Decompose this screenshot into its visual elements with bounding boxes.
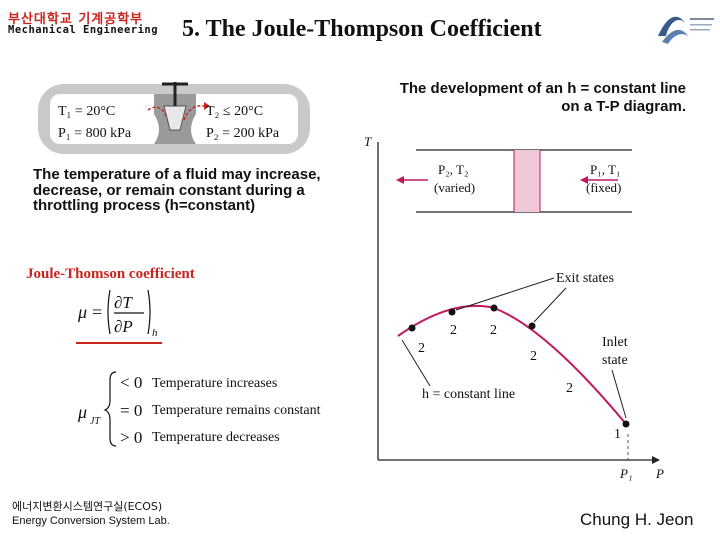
wave-logo-icon: [658, 16, 714, 44]
state-point: [622, 420, 630, 428]
slide-title: 5. The Joule-Thompson Coefficient: [182, 16, 542, 42]
caption-line-2: on a T-P diagram.: [561, 98, 686, 115]
equation-underline: [76, 342, 162, 344]
jt-cases-equation: μ JT < 0 = 0 > 0: [77, 371, 142, 447]
tp-diagram: T P P₁ P₂, T₂ (varied) P₁, T₁ (fixed) 2 …: [364, 134, 664, 481]
throttling-valve-figure: T₁ = 20°C P₁ = 800 kPa T₂ ≤ 20°C P₂ = 20…: [36, 80, 314, 158]
p-axis-label: P: [655, 466, 664, 481]
state-point: [448, 308, 456, 316]
duct-left-label: P₂, T₂: [438, 162, 469, 177]
svg-text:h: h: [152, 327, 158, 339]
condition-constant: Temperature remains constant: [152, 403, 321, 418]
point-label: 2: [450, 323, 457, 338]
lab-name-en: Energy Conversion System Lab.: [12, 515, 170, 527]
exit-states-label: Exit states: [556, 271, 614, 286]
condition-increases: Temperature increases: [152, 376, 278, 391]
author-name: Chung H. Jeon: [580, 510, 694, 529]
jt-definition-equation: μ = ∂T ∂P h: [77, 289, 158, 339]
svg-text:> 0: > 0: [120, 428, 142, 447]
svg-text:JT: JT: [90, 416, 101, 427]
state-point: [490, 304, 498, 312]
university-name-kr: 부산대학교 기계공학부: [8, 12, 144, 27]
inlet-state-label-1: Inlet: [602, 335, 628, 350]
valve-t2-label: T₂ ≤ 20°C: [206, 104, 263, 119]
tp-diagram-caption: The development of an h = constant line …: [330, 80, 686, 116]
t-axis-label: T: [364, 134, 372, 149]
svg-text:μ: μ: [77, 402, 87, 422]
svg-text:=: =: [92, 302, 102, 322]
condition-decreases: Temperature decreases: [152, 430, 280, 445]
department-name-en: Mechanical Engineering: [8, 24, 159, 36]
porous-plug: [514, 150, 540, 212]
svg-text:∂P: ∂P: [114, 317, 133, 336]
valve-p2-label: P₂ = 200 kPa: [206, 126, 280, 141]
p1-tick-label: P₁: [619, 466, 632, 481]
point-label: 1: [614, 427, 621, 442]
duct-right-label: P₁, T₁: [590, 162, 621, 177]
caption-line-1: The development of an h = constant line: [399, 80, 686, 97]
duct-right-sub: (fixed): [586, 180, 621, 195]
lab-name-kr: 에너지변환시스템연구실(ECOS): [12, 500, 163, 513]
valve-t1-label: T₁ = 20°C: [58, 104, 115, 119]
svg-text:∂T: ∂T: [114, 293, 133, 312]
svg-text:< 0: < 0: [120, 373, 142, 392]
svg-text:= 0: = 0: [120, 401, 142, 420]
h-constant-curve: [397, 304, 627, 425]
state-point: [528, 322, 536, 330]
valve-p1-label: P₁ = 800 kPa: [58, 126, 132, 141]
state-point: [408, 324, 416, 332]
duct-left-sub: (varied): [434, 180, 475, 195]
svg-text:μ: μ: [77, 302, 87, 322]
inlet-state-label-2: state: [602, 353, 628, 368]
jt-coefficient-label: Joule-Thomson coefficient: [26, 266, 195, 282]
point-label: 2: [530, 349, 537, 364]
point-label: 2: [490, 323, 497, 338]
throttling-description: The temperature of a fluid may increase,…: [33, 166, 321, 214]
h-constant-label: h = constant line: [422, 387, 515, 402]
point-label: 2: [566, 381, 573, 396]
point-label: 2: [418, 341, 425, 356]
